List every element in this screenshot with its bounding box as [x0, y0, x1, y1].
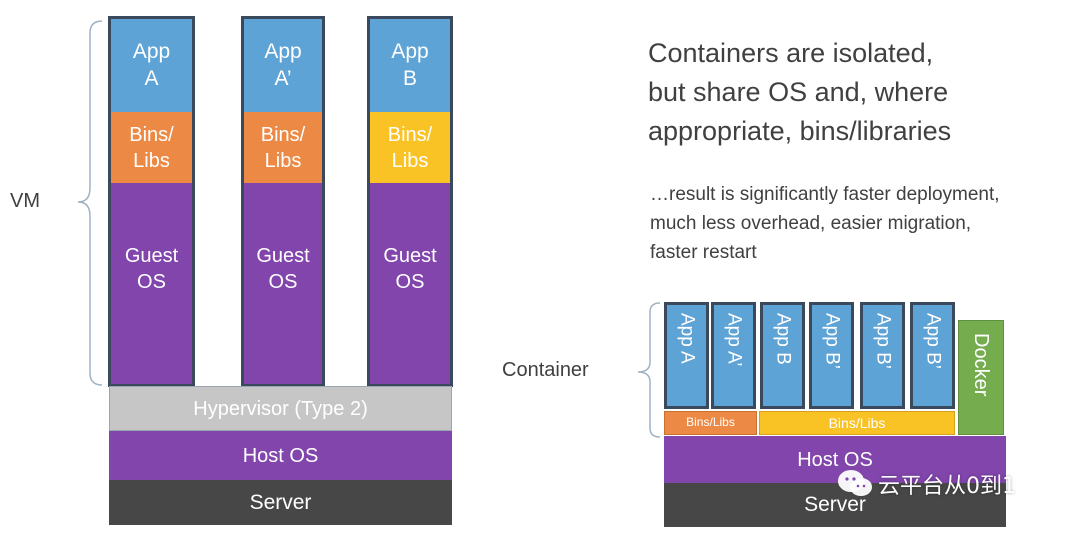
- vm-guest-os-1: Guest OS: [110, 183, 193, 385]
- vm-bins-libs-2: Bins/ Libs: [243, 112, 323, 183]
- vm-app-b: App B: [369, 18, 451, 112]
- container-app-b-prime-3: App B’: [910, 302, 955, 409]
- container-app-b-prime-1: App B’: [809, 302, 854, 409]
- wechat-icon: [838, 470, 872, 496]
- container-server: Server: [664, 483, 1006, 527]
- vm-server: Server: [109, 480, 452, 525]
- watermark-text: 云平台从0到1: [878, 474, 1016, 499]
- container-app-b-prime-3-label: App B’: [922, 313, 944, 369]
- container-app-a-prime-label: App A’: [723, 313, 745, 367]
- vm-column-1-frame: [108, 16, 195, 387]
- vm-hypervisor: Hypervisor (Type 2): [109, 386, 452, 431]
- vm-column-2-frame: [241, 16, 325, 387]
- vm-bins-libs-1: Bins/ Libs: [110, 112, 193, 183]
- vm-guest-os-3: Guest OS: [369, 183, 451, 385]
- container-app-a-prime: App A’: [711, 302, 756, 409]
- vm-app-a-prime: App A’: [243, 18, 323, 112]
- container-bins-libs-b: Bins/Libs: [759, 411, 955, 435]
- vm-host-os: Host OS: [109, 431, 452, 480]
- container-label: Container: [502, 359, 589, 381]
- vm-brace: [77, 20, 103, 386]
- watermark: 云平台从0到1: [838, 468, 1016, 500]
- container-app-b: App B: [760, 302, 805, 409]
- vm-guest-os-2: Guest OS: [243, 183, 323, 385]
- container-app-b-prime-2-label: App B’: [872, 313, 894, 369]
- container-app-a-label: App A: [676, 313, 698, 364]
- containers-subtext: …result is significantly faster deployme…: [650, 184, 1000, 263]
- vm-label: VM: [10, 190, 40, 212]
- container-app-b-label: App B: [772, 313, 794, 365]
- container-bins-libs-a: Bins/Libs: [664, 411, 757, 435]
- container-brace: [637, 302, 661, 438]
- container-app-a: App A: [664, 302, 709, 409]
- vm-bins-libs-3: Bins/ Libs: [369, 112, 451, 183]
- container-host-os: Host OS: [664, 436, 1006, 483]
- vm-app-a: App A: [110, 18, 193, 112]
- container-app-b-prime-2: App B’: [860, 302, 905, 409]
- docker-label: Docker: [970, 333, 992, 397]
- containers-heading: Containers are isolated, but share OS an…: [648, 38, 952, 146]
- container-app-b-prime-1-label: App B’: [821, 313, 843, 369]
- vm-column-3-frame: [367, 16, 453, 387]
- docker-engine: Docker: [958, 320, 1004, 435]
